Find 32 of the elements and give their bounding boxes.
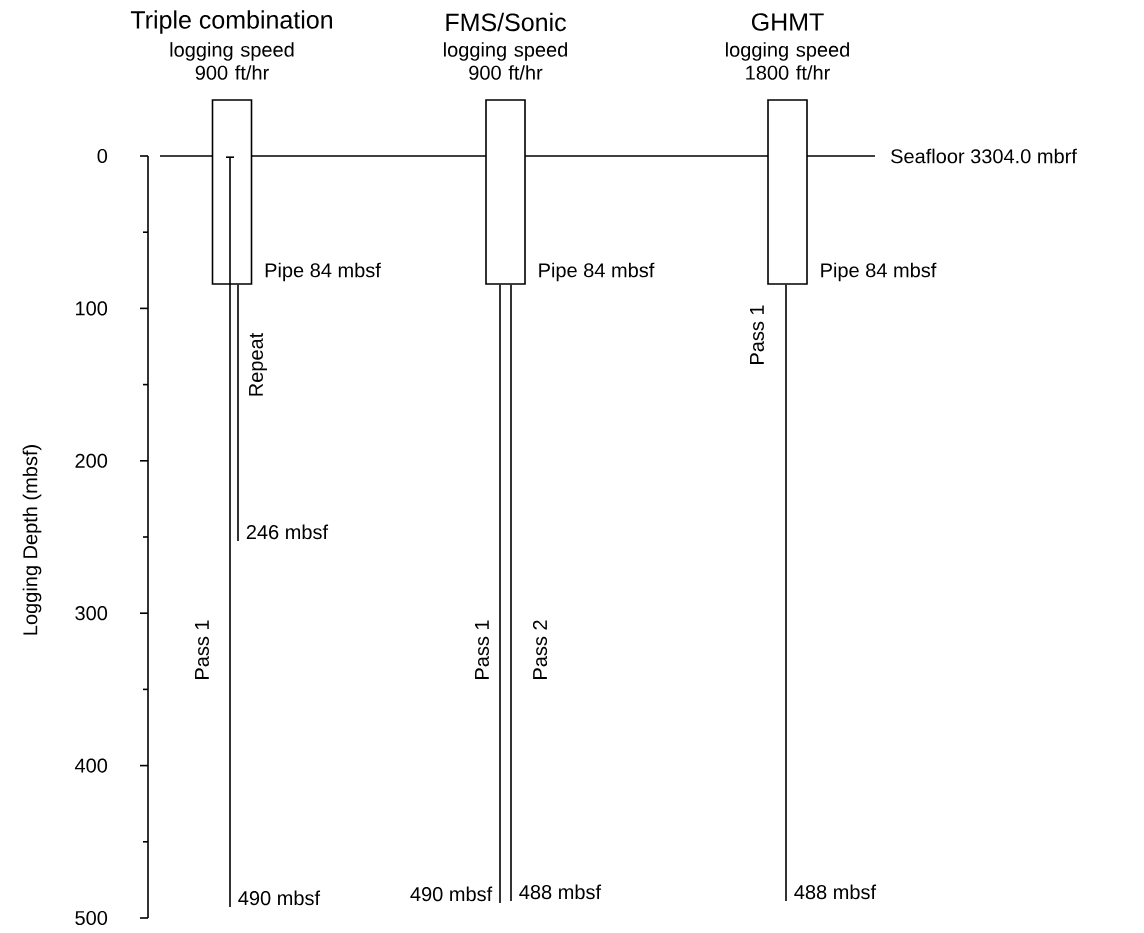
depth-label: 490 mbsf	[238, 890, 321, 906]
edge-label: Pass 1	[749, 303, 765, 367]
axis-title: Logging Depth (mbsf)	[22, 445, 42, 635]
tool-heading: Triple combination	[130, 10, 332, 34]
edge-label: Pass 1	[194, 618, 210, 682]
tick-label: 200	[75, 453, 108, 468]
depth-label: 488 mbsf	[519, 884, 602, 900]
tick-label: 400	[74, 758, 108, 773]
edge-label: Repeat	[248, 331, 268, 399]
pipe-depth-label: Pipe 84 mbsf	[821, 262, 937, 282]
pass-line	[785, 284, 787, 902]
tick-label: 100	[76, 301, 108, 316]
speed-label: logging speed 1800 ft/hr	[726, 42, 849, 80]
pass-line	[237, 284, 239, 542]
pipe-depth-label: Pipe 84 mbsf	[265, 262, 381, 282]
edge-label: Pass 1	[474, 618, 490, 682]
pass-line	[229, 156, 231, 908]
speed-label: logging speed 900 ft/hr	[444, 42, 567, 80]
tick-label: 0	[97, 148, 108, 164]
speed-label: logging speed 900 ft/hr	[170, 42, 294, 80]
tool-heading: GHMT	[751, 13, 824, 31]
depth-label: 490 mbsf	[410, 886, 493, 902]
tick-label: 500	[75, 910, 108, 926]
pipe-depth-label: Pipe 84 mbsf	[539, 262, 655, 282]
edge-label: Pass 2	[531, 618, 549, 682]
depth-label: 246 mbsf	[246, 524, 329, 540]
tick-label: 300	[75, 606, 108, 621]
pass-line	[499, 284, 501, 904]
seafloor-label: Seafloor 3304.0 mbrf	[891, 148, 1077, 164]
pass-line	[510, 284, 512, 902]
depth-label: 488 mbsf	[794, 884, 877, 900]
tool-heading: FMS/Sonic	[446, 12, 566, 32]
